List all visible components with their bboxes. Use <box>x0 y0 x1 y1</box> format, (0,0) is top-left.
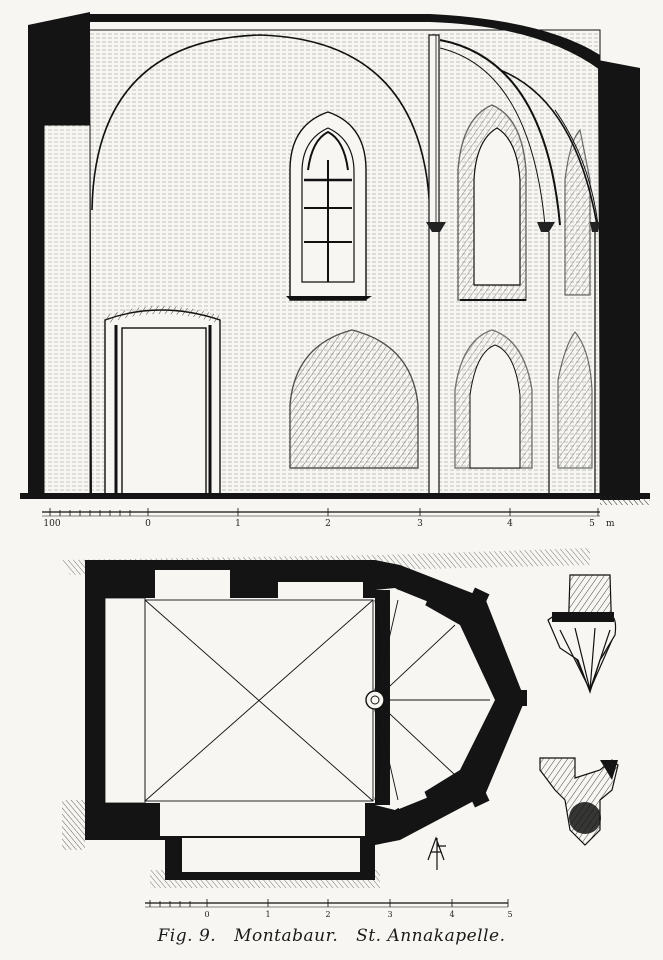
plan-scale-label-0: 0 <box>204 910 209 919</box>
keystone <box>365 690 385 710</box>
scale-label-1: 1 <box>235 519 241 529</box>
scale-label-0: 0 <box>145 519 151 529</box>
porch-step <box>182 838 360 872</box>
right-wall-section <box>598 60 640 500</box>
scale-label-2: 2 <box>325 519 331 529</box>
lancet-window <box>286 111 372 301</box>
window-opening-north-2 <box>278 582 363 598</box>
plan-scale-bar: 0 1 2 3 4 5 <box>145 899 513 919</box>
figure-caption: Fig. 9. Montabaur. St. Annakapelle. <box>0 926 663 946</box>
plan-scale-label-5: 5 <box>507 910 512 919</box>
wall-niche <box>289 329 419 469</box>
caption-place: Montabaur. <box>234 926 339 946</box>
ground-line <box>20 493 650 499</box>
scale-label-4: 4 <box>507 519 513 529</box>
vault-section <box>90 14 600 70</box>
apse-walls <box>375 560 525 845</box>
plan-scale-label-2: 2 <box>325 910 330 919</box>
caption-title: St. Annakapelle. <box>356 926 506 946</box>
floor-plan <box>62 548 590 888</box>
nave-interior <box>105 598 375 803</box>
doorway <box>103 306 222 496</box>
scale-label-5: 5 <box>589 519 595 529</box>
scale-label-100: 100 <box>43 519 60 529</box>
apse-window-right <box>564 128 591 296</box>
section-elevation <box>20 12 650 505</box>
apse-niche-right <box>557 331 593 469</box>
caption-fig: Fig. 9. <box>157 926 217 946</box>
plan-scale-label-3: 3 <box>387 910 392 919</box>
scale-label-3: 3 <box>417 519 423 529</box>
window-opening-north <box>155 570 230 598</box>
plan-scale-label-1: 1 <box>265 910 270 919</box>
door-opening <box>160 803 365 836</box>
plan-scale-label-4: 4 <box>449 910 454 919</box>
section-scale-bar: 100 0 1 2 3 4 5 m <box>42 508 615 529</box>
apse-window <box>457 104 527 301</box>
scale-unit: m <box>606 519 615 529</box>
monogram: AF <box>427 836 446 870</box>
detail-corbel <box>547 574 617 694</box>
apse-opening <box>393 589 427 617</box>
detail-rib-profile <box>539 757 619 846</box>
